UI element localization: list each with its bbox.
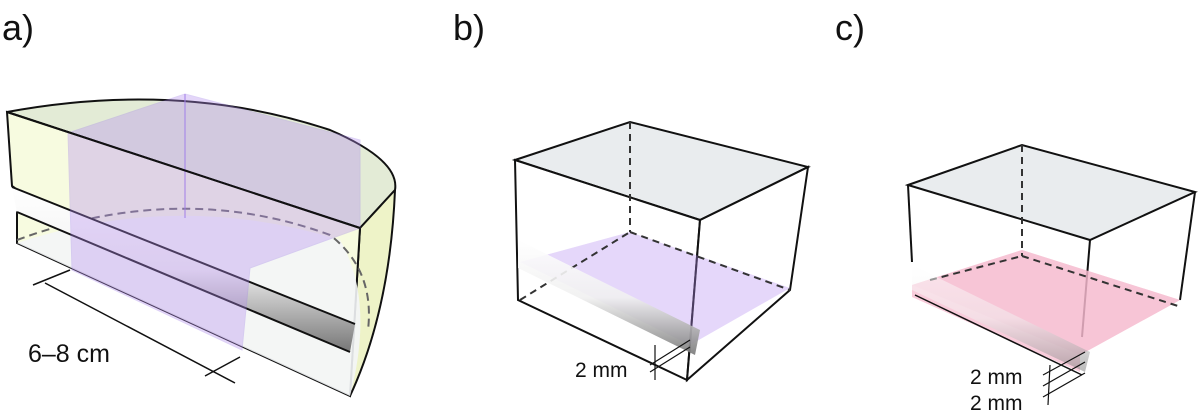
groove-rod-c [912, 265, 1090, 372]
panel-b: b) 2 mm [453, 7, 811, 383]
cut-plane [520, 232, 790, 345]
dimension-label-c-top: 2 mm [970, 366, 1023, 389]
box-top-c [904, 143, 1198, 242]
dimension-line-c [1042, 351, 1086, 406]
tissue-top-surface [6, 98, 397, 230]
panel-b-label: b) [453, 7, 485, 48]
cut-plane-box [67, 93, 361, 351]
tissue-right-face [349, 187, 397, 397]
dimension-label-b: 2 mm [575, 359, 628, 382]
panel-c: c) 2 mm 2 mm [835, 7, 1198, 415]
slab-top [912, 250, 1180, 355]
dimension-line-a [32, 269, 241, 384]
tissue-inner-floor [17, 215, 361, 396]
panel-a-label: a) [2, 7, 34, 48]
dimension-label-a: 6–8 cm [28, 340, 110, 368]
groove-rod [12, 187, 355, 352]
panel-a: a) 6–8 cm [2, 7, 397, 398]
groove-rod-b [518, 240, 700, 355]
dimension-label-c-bottom: 2 mm [970, 392, 1023, 415]
panel-c-label: c) [835, 7, 865, 48]
hidden-arc [16, 207, 370, 331]
dimension-line-b [649, 339, 691, 380]
